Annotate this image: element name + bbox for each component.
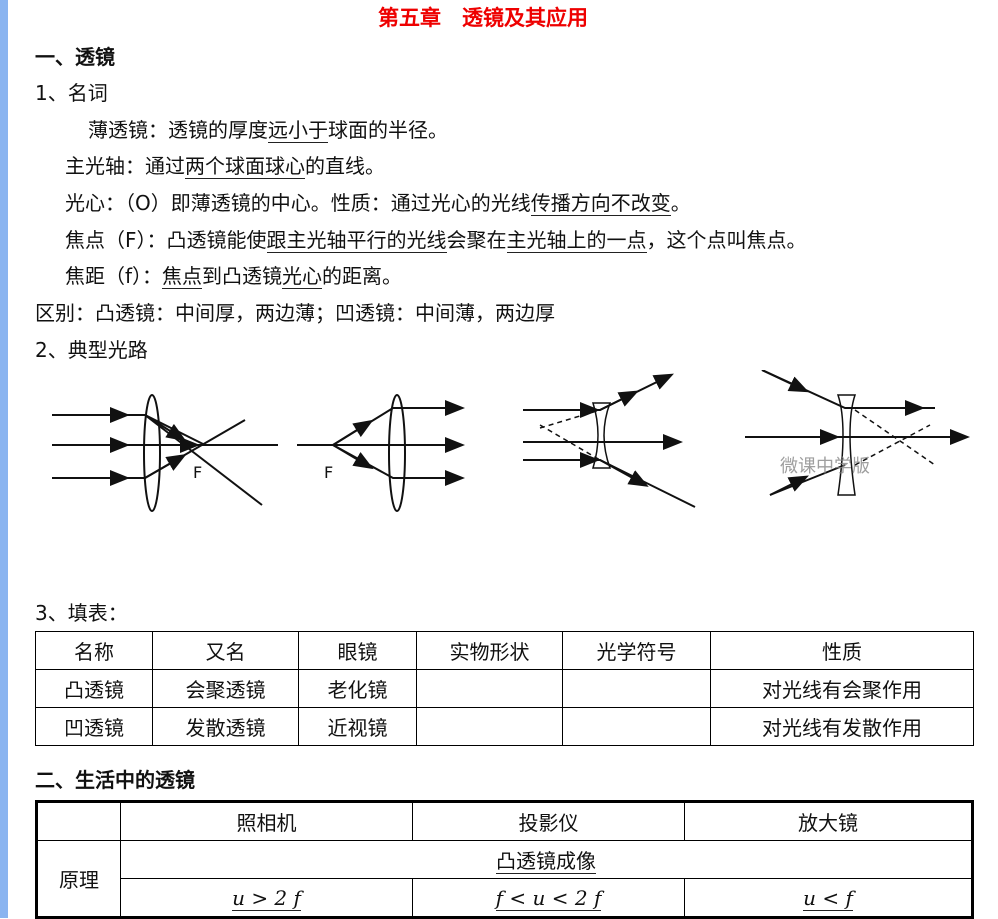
page-title: 第五章 透镜及其应用 [378, 6, 588, 30]
term-focus: 焦点（F）：凸透镜能使跟主光轴平行的光线会聚在主光轴上的一点，这个点叫焦点。 [65, 228, 807, 253]
term-optical-center: 光心：（O）即薄透镜的中心。性质：通过光心的光线传播方向不改变。 [65, 191, 691, 216]
svg-text:F: F [324, 463, 333, 482]
subheading-light-paths: 2、典型光路 [35, 338, 148, 362]
lens-difference: 区别：凸透镜：中间厚，两边薄；凹透镜：中间薄，两边厚 [35, 301, 555, 325]
term-focal-length: 焦距（f）：焦点到凸透镜光心的距离。 [65, 264, 403, 289]
section-heading-lens: 一、透镜 [35, 45, 115, 69]
table-header-row: 名称又名眼镜实物形状光学符号性质 [35, 631, 974, 670]
term-thin-lens: 薄透镜：透镜的厚度远小于球面的半径。 [88, 118, 448, 143]
concave-focus-diagram: 微课中学版 [745, 370, 970, 496]
table-header-row: 照相机投影仪放大镜 [36, 801, 973, 841]
convex-converging-diagram: F [52, 394, 278, 512]
svg-text:F: F [193, 463, 202, 482]
table-row: 凹透镜发散透镜近视镜对光线有发散作用 [35, 707, 974, 746]
subheading-terms: 1、名词 [35, 81, 108, 105]
left-margin-bar [0, 0, 8, 918]
table-row: 凸透镜会聚透镜老化镜对光线有会聚作用 [35, 669, 974, 708]
light-path-diagrams: F F 微课中学版 [52, 370, 970, 512]
term-principal-axis: 主光轴：通过两个球面球心的直线。 [65, 154, 385, 179]
lens-table: 名称又名眼镜实物形状光学符号性质 凸透镜会聚透镜老化镜对光线有会聚作用 凹透镜发… [35, 631, 974, 746]
subheading-fill-table: 3、填表： [35, 601, 128, 625]
watermark: 微课中学版 [780, 456, 870, 477]
concave-diverging-diagram [523, 373, 696, 508]
section-heading-life-lenses: 二、生活中的透镜 [35, 768, 195, 792]
table-row: 原理凸透镜成像 [36, 840, 973, 918]
convex-focus-diagram: F [297, 394, 465, 512]
